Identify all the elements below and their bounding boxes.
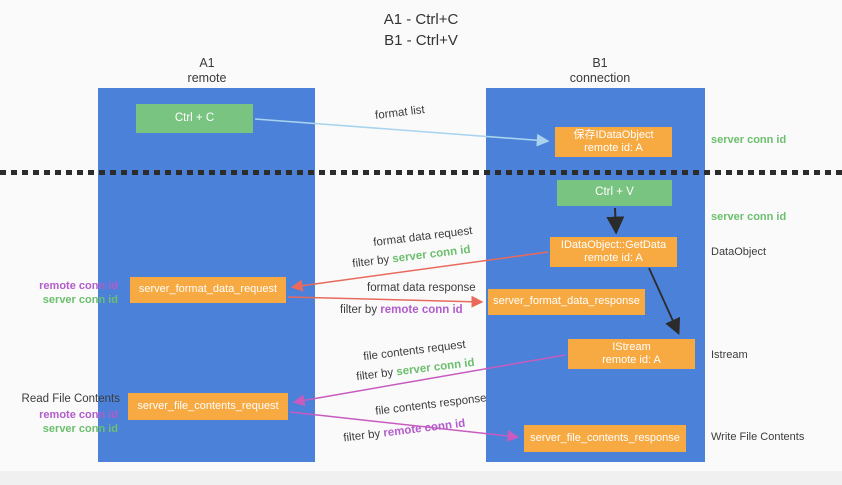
node-line: remote id: A — [584, 252, 643, 264]
lane-b1-role: connection — [569, 71, 631, 85]
edge-label-filter-by-server-1: filter by server conn id — [352, 244, 471, 270]
left-conn-id-group-top: remote conn id server conn id — [0, 279, 118, 307]
label-remote-conn-id-left-1: remote conn id — [39, 280, 118, 292]
title-line-2: B1 - Ctrl+V — [384, 32, 458, 49]
node-line: IStream — [612, 340, 651, 353]
node-label: server_file_contents_response — [530, 431, 680, 444]
node-label: Ctrl + C — [174, 111, 215, 124]
title-line-1: A1 - Ctrl+C — [383, 11, 459, 28]
node-idataobject-getdata: IDataObject::GetData remote id: A — [550, 237, 677, 267]
node-line: remote id: A — [602, 354, 661, 366]
node-server-format-data-request: server_format_data_request — [130, 277, 286, 303]
node-line: IDataObject::GetData — [560, 238, 667, 251]
filter-by-text: filter by — [340, 304, 378, 316]
label-write-file-contents: Write File Contents — [711, 431, 805, 443]
node-label: server_format_data_response — [493, 295, 640, 308]
node-line: 保存IDataObject — [573, 128, 654, 141]
edge-label-format-list: format list — [374, 104, 426, 122]
node-ctrl-c: Ctrl + C — [136, 104, 253, 133]
remote-conn-id-text: remote conn id — [380, 304, 463, 316]
filter-by-text: filter by — [355, 366, 394, 384]
arrow-format-data-response — [287, 295, 484, 308]
lane-a1-name: A1 — [199, 56, 215, 70]
node-save-idataobject: 保存IDataObject remote id: A — [555, 127, 672, 157]
label-server-conn-id-right-2: server conn id — [711, 211, 787, 223]
label-server-conn-id-left-2: server conn id — [42, 423, 118, 435]
server-conn-id-text: server conn id — [391, 243, 472, 266]
node-ctrl-v: Ctrl + V — [557, 180, 672, 206]
edge-label-file-contents-response: file contents response — [374, 392, 488, 418]
node-label: server_file_contents_request — [137, 399, 279, 412]
label-istream: Istream — [711, 349, 748, 361]
label-dataobject: DataObject — [711, 246, 767, 258]
label-server-conn-id-right-1: server conn id — [711, 134, 787, 146]
lane-header-b1: B1 connection — [530, 56, 670, 86]
label-server-conn-id-left-1: server conn id — [42, 294, 118, 306]
filter-by-text: filter by — [342, 428, 381, 445]
node-istream: IStream remote id: A — [568, 339, 695, 369]
edge-label-filter-by-remote-1: filter by remote conn id — [340, 304, 463, 316]
edge-label-format-data-response: format data response — [367, 282, 476, 294]
label-read-file-contents: Read File Contents — [21, 393, 120, 405]
lane-header-a1: A1 remote — [137, 56, 277, 86]
remote-conn-id-text: remote conn id — [382, 417, 466, 440]
dotted-divider — [0, 170, 842, 175]
lane-b1-name: B1 — [592, 56, 608, 70]
node-server-format-data-response: server_format_data_response — [488, 289, 645, 315]
bottom-strip — [0, 471, 842, 485]
node-label: Ctrl + V — [595, 186, 634, 199]
left-conn-id-group-bottom: remote conn id server conn id — [0, 408, 118, 436]
filter-by-text: filter by — [351, 253, 390, 271]
node-line: remote id: A — [584, 142, 643, 154]
node-server-file-contents-request: server_file_contents_request — [128, 393, 288, 420]
node-server-file-contents-response: server_file_contents_response — [524, 425, 686, 452]
lane-a1-role: remote — [187, 71, 227, 85]
node-label: server_format_data_request — [138, 283, 278, 296]
edge-label-filter-by-remote-2: filter by remote conn id — [343, 418, 466, 445]
diagram-title: A1 - Ctrl+C B1 - Ctrl+V — [0, 9, 842, 51]
server-conn-id-text: server conn id — [395, 356, 476, 379]
label-remote-conn-id-left-2: remote conn id — [39, 409, 118, 421]
